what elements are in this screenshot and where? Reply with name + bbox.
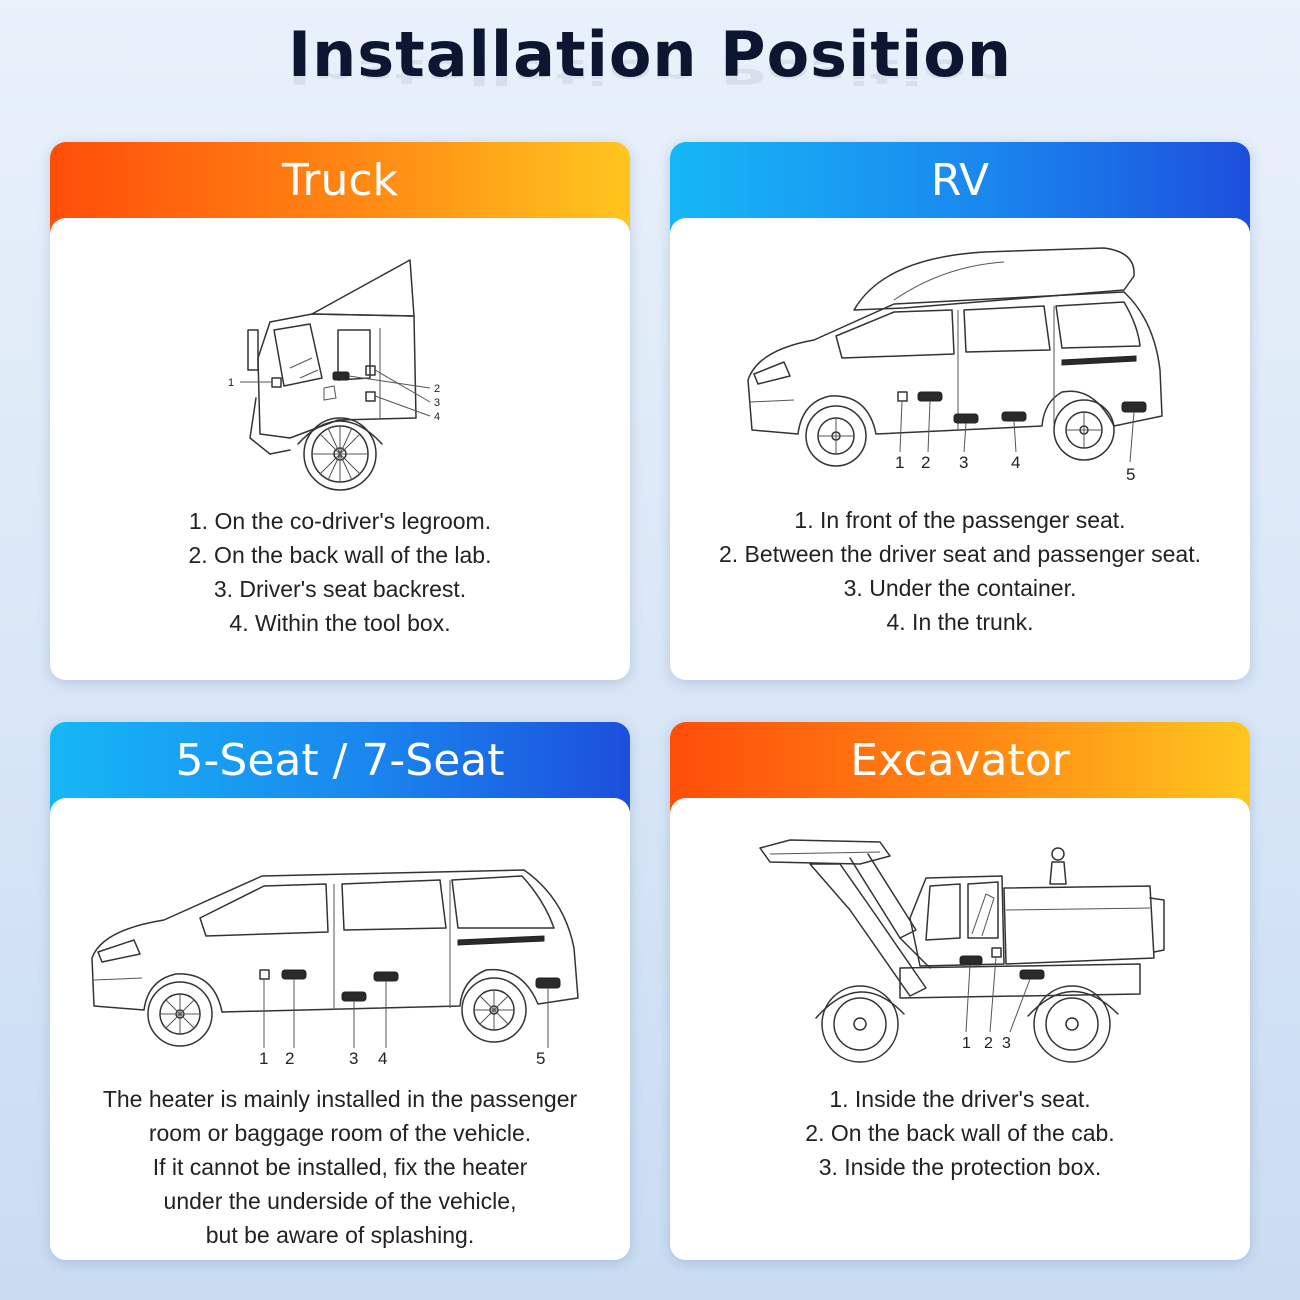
- excavator-illustration: 1 2 3: [750, 818, 1170, 1078]
- seat-marker-5: 5: [536, 1049, 545, 1068]
- excavator-line-3: 3. Inside the protection box.: [818, 1154, 1102, 1180]
- excavator-marker-1: 1: [962, 1035, 971, 1052]
- seat-line-1: The heater is mainly installed in the pa…: [102, 1086, 578, 1112]
- seat-vehicle-illustration: 1 2 3 4 5: [84, 848, 594, 1088]
- rv-marker-1: 1: [895, 453, 904, 472]
- rv-illustration: 1 2 3 4 5: [744, 230, 1174, 490]
- excavator-line-1: 1. Inside the driver's seat.: [829, 1086, 1091, 1112]
- card-excavator: Excavator: [670, 722, 1250, 1260]
- rv-line-2: 2. Between the driver seat and passenger…: [718, 541, 1202, 567]
- rv-marker-4: 4: [1011, 453, 1020, 472]
- card-rv-description: 1. In front of the passenger seat. 2. Be…: [670, 503, 1250, 639]
- seat-marker-2: 2: [285, 1049, 294, 1068]
- rv-line-3: 3. Under the container.: [843, 575, 1077, 601]
- rv-line-1: 1. In front of the passenger seat.: [794, 507, 1126, 533]
- rv-marker-5: 5: [1126, 465, 1135, 484]
- truck-line-2: 2. On the back wall of the lab.: [188, 542, 492, 568]
- truck-illustration: 1 2 3 4: [220, 238, 470, 498]
- excavator-marker-3: 3: [1002, 1035, 1011, 1052]
- card-excavator-description: 1. Inside the driver's seat. 2. On the b…: [670, 1082, 1250, 1184]
- seat-marker-1: 1: [259, 1049, 268, 1068]
- truck-line-3: 3. Driver's seat backrest.: [213, 576, 467, 602]
- truck-marker-3: 3: [434, 397, 440, 409]
- truck-marker-4: 4: [434, 411, 440, 423]
- card-truck-body: 1 2 3 4 1. On the co-driver's legroom. 2…: [50, 218, 630, 680]
- seat-marker-4: 4: [378, 1049, 387, 1068]
- excavator-line-2: 2. On the back wall of the cab.: [805, 1120, 1115, 1146]
- card-excavator-body: 1 2 3 1. Inside the driver's seat. 2. On…: [670, 798, 1250, 1260]
- truck-marker-2: 2: [434, 383, 440, 395]
- card-rv-body: 1 2 3 4 5 1. In front of the passenger s…: [670, 218, 1250, 680]
- seat-line-2: room or baggage room of the vehicle.: [148, 1120, 532, 1146]
- page-title-reflection: Installation Position: [288, 51, 1012, 92]
- truck-line-4: 4. Within the tool box.: [229, 610, 451, 636]
- rv-marker-2: 2: [921, 453, 930, 472]
- seat-line-5: but be aware of splashing.: [205, 1222, 475, 1248]
- seat-line-3: If it cannot be installed, fix the heate…: [152, 1154, 528, 1180]
- excavator-marker-2: 2: [984, 1035, 993, 1052]
- rv-line-4: 4. In the trunk.: [886, 609, 1034, 635]
- card-seat: 5-Seat / 7-Seat: [50, 722, 630, 1260]
- card-seat-description: The heater is mainly installed in the pa…: [50, 1082, 630, 1252]
- page-title: Installation Position: [288, 18, 1012, 91]
- seat-marker-3: 3: [349, 1049, 358, 1068]
- card-truck-description: 1. On the co-driver's legroom. 2. On the…: [50, 504, 630, 640]
- rv-marker-3: 3: [959, 453, 968, 472]
- truck-marker-1: 1: [228, 377, 234, 389]
- seat-line-4: under the underside of the vehicle,: [163, 1188, 517, 1214]
- truck-line-1: 1. On the co-driver's legroom.: [188, 508, 492, 534]
- card-truck: Truck: [50, 142, 630, 680]
- card-seat-body: 1 2 3 4 5 The heater is mainly installed…: [50, 798, 630, 1260]
- card-rv: RV: [670, 142, 1250, 680]
